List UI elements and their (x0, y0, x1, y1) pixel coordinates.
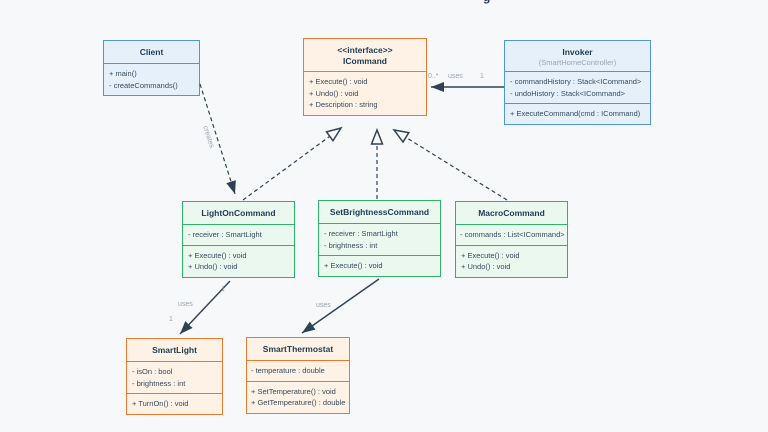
class-member: + TurnOn() : void (132, 399, 189, 408)
class-member: + SetTemperature() : void (251, 386, 336, 396)
multiplicity-label: 1 (221, 286, 225, 293)
class-title: LightOnCommand (201, 208, 276, 218)
class-member: - receiver : SmartLight (188, 230, 262, 239)
class-title: Client (139, 47, 164, 57)
class-title: SmartThermostat (262, 344, 334, 354)
class-member: + GetTemperature() : double (251, 398, 346, 407)
class-member: - isOn : bool (132, 367, 173, 376)
multiplicity-label: 1 (480, 73, 484, 80)
class-member: + ExecuteCommand(cmd : ICommand) (510, 109, 641, 118)
multiplicity-label: 1 (169, 316, 173, 323)
clipped-page-title: g (483, 0, 495, 5)
edge-label-creates: creates (201, 125, 216, 150)
class-member: + main() (109, 69, 137, 78)
class-member: + Execute() : void (324, 261, 383, 270)
class-subtitle: (SmartHomeController) (538, 58, 617, 67)
class-member: + Execute() : void (188, 250, 247, 260)
class-node-light-on-command[interactable]: LightOnCommand - receiver : SmartLight +… (182, 201, 295, 278)
class-title: SmartLight (152, 345, 197, 355)
class-member: - commandHistory : Stack<ICommand> (510, 77, 642, 86)
class-member: - createCommands() (109, 80, 178, 90)
class-member: - temperature : double (251, 366, 325, 375)
edge-setbrightnesscommand-uses-smartthermostat (301, 278, 380, 334)
class-node-invoker[interactable]: Invoker (SmartHomeController) - commandH… (504, 40, 651, 125)
edge-label-uses: uses (178, 301, 193, 308)
class-node-macro-command[interactable]: MacroCommand - commands : List<ICommand>… (455, 201, 568, 278)
edge-label-uses: uses (448, 73, 463, 80)
class-member: + Undo() : void (309, 88, 359, 98)
class-member: + Execute() : void (309, 77, 368, 86)
class-member: - commands : List<ICommand> (460, 230, 565, 239)
class-member: + Undo() : void (461, 262, 511, 271)
class-member: - undoHistory : Stack<ICommand> (510, 88, 626, 98)
edge-macrocommand-realizes-icommand (394, 130, 508, 201)
class-title: ICommand (343, 56, 387, 66)
class-node-icommand[interactable]: <<interface>> ICommand + Execute() : voi… (303, 38, 427, 116)
edge-label-uses: uses (316, 302, 331, 309)
class-member: + Description : string (309, 100, 378, 109)
multiplicity-label: 0..* (428, 73, 439, 80)
class-member: - brightness : int (324, 240, 378, 250)
class-node-client[interactable]: Client + main() - createCommands() (103, 40, 200, 96)
class-member: + Execute() : void (461, 250, 520, 260)
class-title: SetBrightnessCommand (329, 207, 430, 217)
class-member: - brightness : int (132, 378, 186, 388)
class-stereotype: <<interface>> (337, 45, 393, 55)
clipped-title-fragment: g (483, 0, 495, 4)
class-node-set-brightness-command[interactable]: SetBrightnessCommand - receiver : SmartL… (318, 200, 441, 277)
edge-lightoncommand-realizes-icommand (242, 128, 341, 201)
class-node-smart-light[interactable]: SmartLight - isOn : bool - brightness : … (126, 338, 223, 415)
class-title: MacroCommand (478, 208, 545, 218)
class-node-smart-thermostat[interactable]: SmartThermostat - temperature : double +… (246, 337, 350, 414)
class-member: - receiver : SmartLight (324, 229, 398, 238)
class-member: + Undo() : void (188, 262, 238, 271)
class-title: Invoker (562, 47, 593, 57)
